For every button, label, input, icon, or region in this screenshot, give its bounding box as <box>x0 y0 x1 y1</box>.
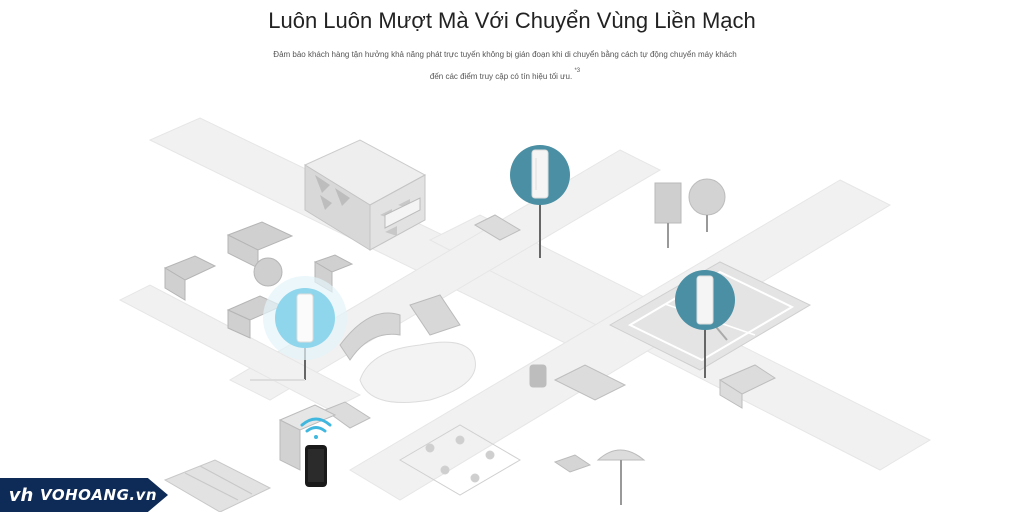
hedge-walls <box>163 221 354 339</box>
vohoang-logo-icon: vh <box>8 484 34 506</box>
parking-lot <box>163 459 272 512</box>
vohoang-watermark: vh VOHOANG.vn <box>0 478 168 512</box>
description-line-1: Đảm bảo khách hàng tận hưởng khả năng ph… <box>273 50 737 59</box>
picnic-tables <box>323 214 777 429</box>
wifi-icon <box>300 417 332 439</box>
skate-park <box>339 294 476 403</box>
access-point-active <box>263 276 347 360</box>
trees <box>654 178 726 248</box>
kiosk <box>278 404 337 471</box>
description-line-2: đến các điểm truy cập có tín hiệu tối ưu… <box>429 72 573 81</box>
footnote-marker: *3 <box>574 68 581 74</box>
vohoang-site-name: VOHOANG.vn <box>40 486 158 504</box>
page-title: Luôn Luôn Mượt Mà Với Chuyển Vùng Liền M… <box>268 8 756 33</box>
fountain-plaza <box>399 424 521 496</box>
access-point-right <box>675 270 735 330</box>
cafe-area <box>553 449 646 505</box>
smartphone-icon <box>305 445 327 487</box>
office-building <box>303 139 427 251</box>
access-point-center <box>510 145 570 205</box>
page-description: Đảm bảo khách hàng tận hưởng khả năng ph… <box>250 44 760 88</box>
